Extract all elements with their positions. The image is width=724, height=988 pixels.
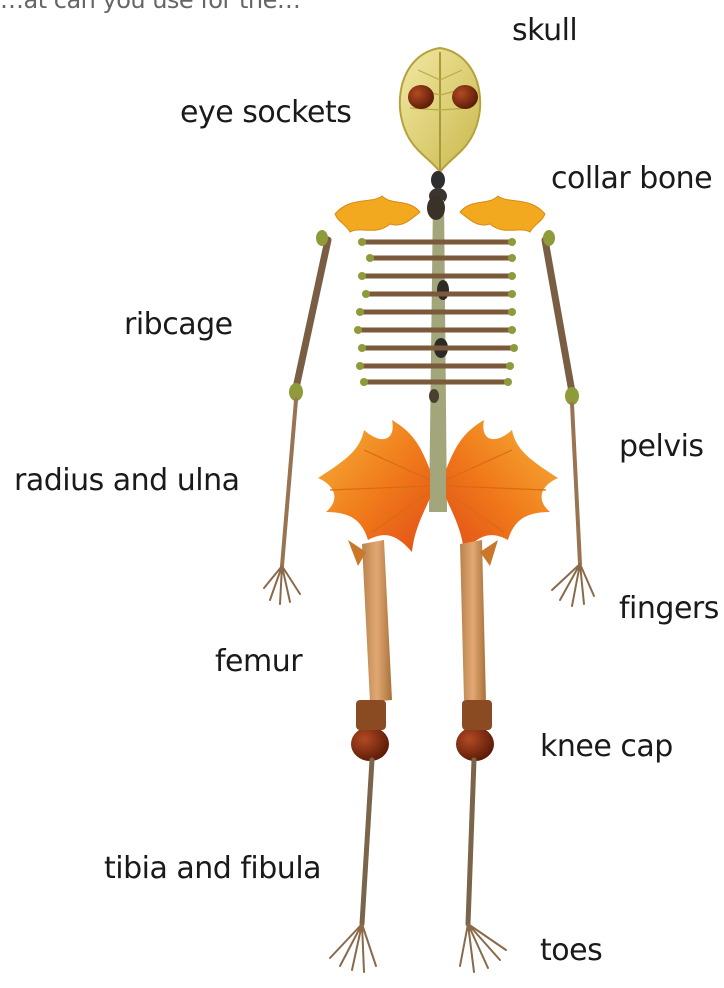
radius-ulna-label: radius and ulna	[14, 466, 240, 496]
skull-label: skull	[512, 16, 577, 46]
tibia-fibula-twigs	[362, 760, 474, 924]
knee-caps	[351, 700, 494, 761]
skull-leaf	[400, 48, 480, 172]
fingers-twigs	[264, 564, 594, 606]
femur-label: femur	[215, 647, 302, 677]
femur-sticks	[348, 540, 498, 702]
collar-bone-label: collar bone	[551, 164, 712, 194]
tibia-fibula-label: tibia and fibula	[104, 854, 321, 884]
toes-twigs	[330, 924, 506, 972]
pelvis-label: pelvis	[619, 432, 704, 462]
ribcage-label: ribcage	[124, 310, 233, 340]
eye-sockets-label: eye sockets	[180, 98, 351, 128]
toes-label: toes	[540, 936, 602, 966]
fingers-label: fingers	[619, 594, 719, 624]
knee-cap-label: knee cap	[540, 732, 673, 762]
